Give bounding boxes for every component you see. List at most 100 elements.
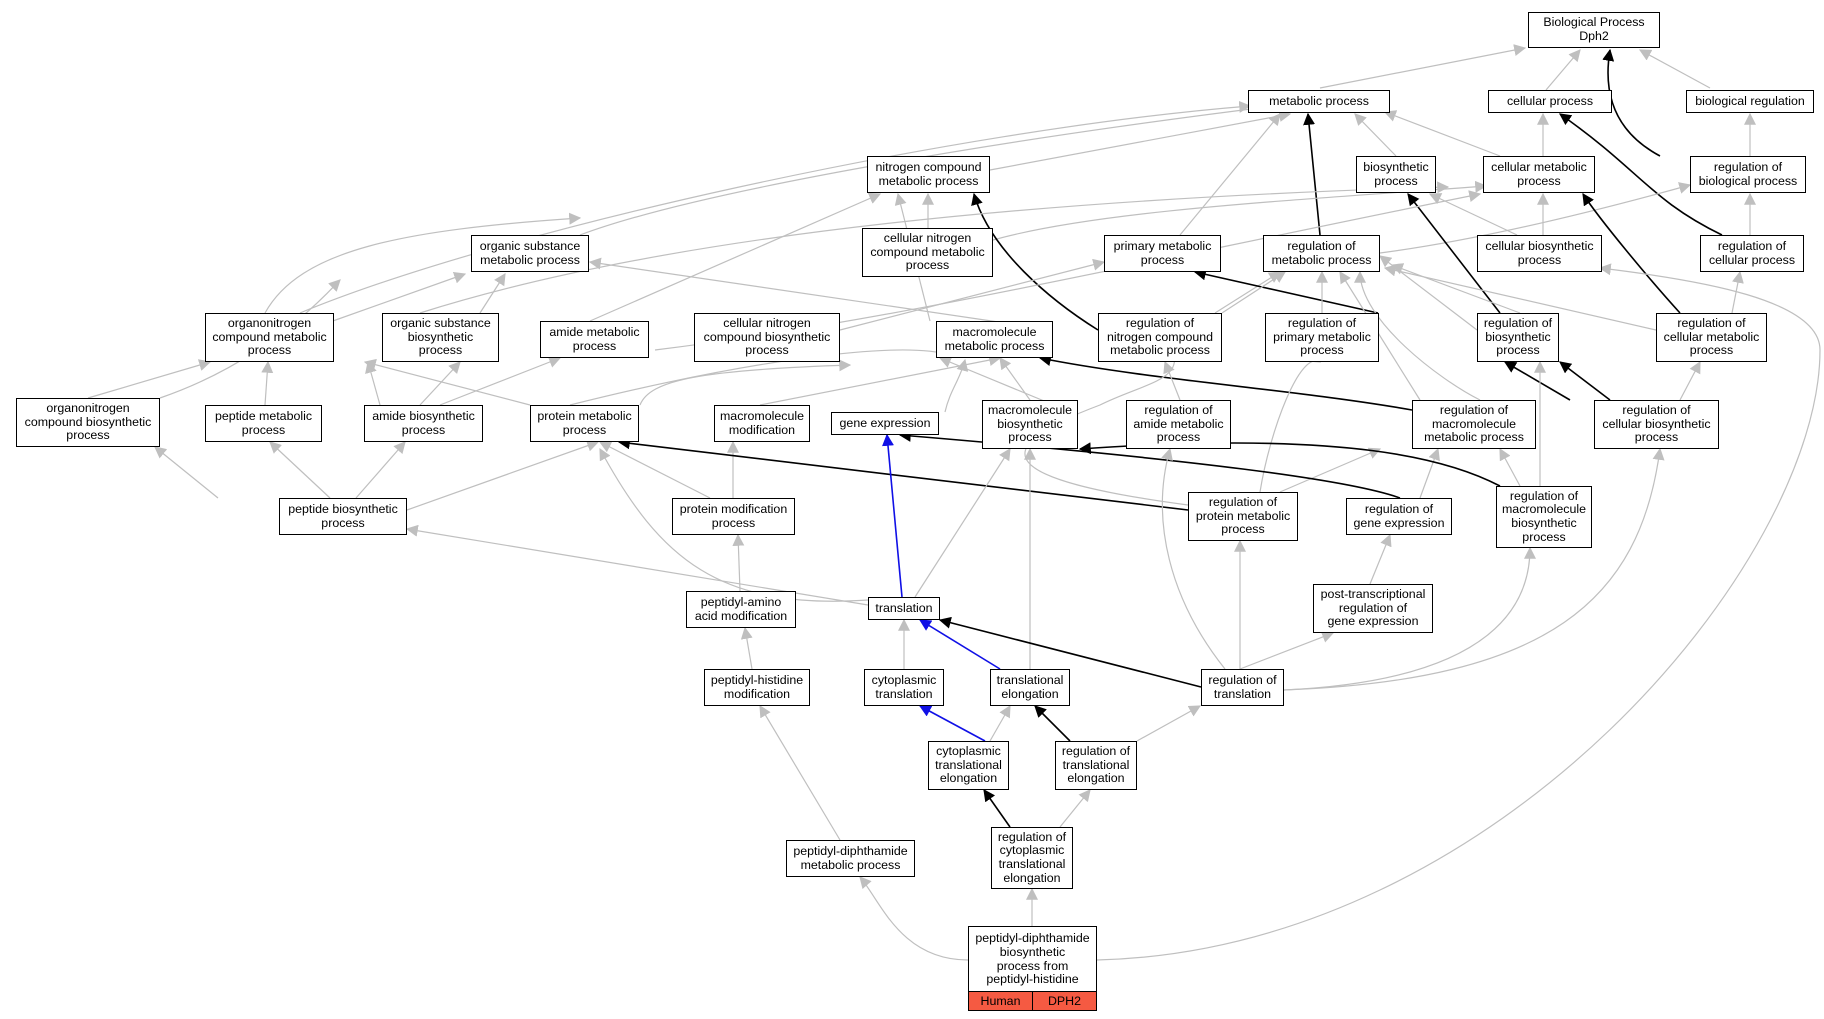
node-protein[interactable]: protein metabolic process — [530, 405, 639, 442]
edge-42 — [261, 360, 274, 406]
edge-75 — [732, 533, 745, 592]
node-transelong[interactable]: translational elongation — [990, 669, 1070, 706]
edge-26 — [1214, 271, 1282, 314]
edge-3 — [1602, 48, 1661, 157]
node-peptide[interactable]: peptide metabolic process — [205, 405, 322, 442]
edge-81 — [740, 626, 753, 670]
node-regtrans[interactable]: regulation of translation — [1201, 669, 1284, 706]
node-regamide[interactable]: regulation of amide metabolic process — [1126, 400, 1231, 449]
node-posttrans[interactable]: post-transcriptional regulation of gene … — [1313, 584, 1433, 633]
edge-22 — [1383, 264, 1657, 331]
node-peptidylhis[interactable]: peptidyl-histidine modification — [704, 669, 810, 706]
node-regcellbio[interactable]: regulation of cellular biosynthetic proc… — [1594, 400, 1719, 449]
edge-61 — [355, 441, 406, 499]
edge-30 — [588, 257, 1054, 331]
node-amidebio[interactable]: amide biosynthetic process — [364, 405, 483, 442]
edge-80 — [1369, 533, 1392, 585]
edge-52 — [1038, 354, 1413, 411]
node-regcellmetab[interactable]: regulation of cellular metabolic process — [1656, 313, 1767, 362]
edge-88 — [1283, 546, 1536, 691]
edge-59 — [639, 359, 852, 406]
node-macro[interactable]: macromolecule metabolic process — [936, 321, 1053, 358]
edge-23 — [1731, 270, 1744, 314]
node-cellbiosyn[interactable]: cellular biosynthetic process — [1477, 235, 1602, 272]
edge-39 — [589, 192, 882, 322]
node-macromod[interactable]: macromolecule modification — [714, 405, 810, 442]
node-cytotrans[interactable]: cytoplasmic translation — [864, 669, 944, 706]
edge-77 — [599, 447, 869, 602]
edge-93 — [989, 704, 1011, 742]
node-regprimary[interactable]: regulation of primary metabolic process — [1265, 313, 1379, 362]
edge-97 — [1059, 789, 1091, 828]
edge-47 — [363, 358, 531, 406]
node-regmacrobio[interactable]: regulation of macromolecule biosynthetic… — [1496, 486, 1592, 548]
edge-7 — [1354, 113, 1397, 157]
node-regtranselong[interactable]: regulation of translational elongation — [1055, 741, 1137, 790]
edge-36 — [329, 271, 467, 323]
edge-58 — [1339, 270, 1421, 401]
node-cellmetab[interactable]: cellular metabolic process — [1483, 156, 1595, 193]
node-diphthmetab[interactable]: peptidyl-diphthamide metabolic process — [786, 840, 915, 877]
edge-21 — [1379, 255, 1478, 331]
edge-41 — [87, 359, 212, 399]
node-query-term[interactable]: peptidyl-diphthamide biosynthetic proces… — [968, 926, 1097, 1011]
node-cellular[interactable]: cellular process — [1488, 90, 1612, 113]
node-orgsubstbio[interactable]: organic substance biosynthetic process — [382, 313, 499, 362]
edge-69 — [1279, 447, 1382, 493]
edge-78 — [405, 524, 869, 606]
species-gene-row: Human DPH2 — [969, 991, 1096, 1010]
node-geneexpr[interactable]: gene expression — [831, 412, 939, 435]
edge-24 — [1582, 192, 1681, 314]
node-proteinmod[interactable]: protein modification process — [672, 498, 795, 535]
edge-71 — [1419, 447, 1440, 499]
node-organonitrobio[interactable]: organonitrogen compound biosynthetic pro… — [16, 398, 160, 447]
edge-62 — [406, 439, 600, 511]
node-cellnitrobio[interactable]: cellular nitrogen compound biosynthetic … — [694, 313, 840, 362]
edge-49 — [944, 358, 969, 413]
node-regnitro[interactable]: regulation of nitrogen compound metaboli… — [1098, 313, 1222, 362]
root-node[interactable]: Biological Process Dph2 — [1528, 12, 1660, 48]
node-regprotein[interactable]: regulation of protein metabolic process — [1188, 492, 1298, 541]
node-cytoelong[interactable]: cytoplasmic translational elongation — [928, 741, 1009, 790]
query-term-label: peptidyl-diphthamide biosynthetic proces… — [975, 931, 1090, 987]
node-macrobio[interactable]: macromolecule biosynthetic process — [982, 400, 1078, 449]
node-orgsubst[interactable]: organic substance metabolic process — [471, 235, 589, 272]
node-primary[interactable]: primary metabolic process — [1104, 235, 1221, 272]
node-translation[interactable]: translation — [868, 597, 940, 620]
edge-91 — [759, 704, 841, 841]
edge-37 — [479, 272, 506, 314]
node-regbio[interactable]: regulation of biological process — [1690, 156, 1806, 193]
edge-8 — [989, 110, 1292, 171]
edge-83 — [918, 619, 1001, 670]
edge-45 — [439, 356, 562, 406]
node-amide[interactable]: amide metabolic process — [540, 321, 649, 358]
node-bioreg[interactable]: biological regulation — [1686, 90, 1814, 113]
edge-90 — [1161, 447, 1226, 670]
edge-94 — [1034, 705, 1071, 742]
edge-92 — [918, 705, 986, 742]
edge-20 — [1390, 263, 1521, 314]
node-regbiosyn[interactable]: regulation of biosynthetic process — [1477, 313, 1559, 362]
node-organonitro[interactable]: organonitrogen compound metabolic proces… — [205, 313, 334, 362]
node-regcytoelong[interactable]: regulation of cytoplasmic translational … — [991, 827, 1073, 889]
node-regcell[interactable]: regulation of cellular process — [1700, 235, 1804, 272]
node-reggene[interactable]: regulation of gene expression — [1346, 498, 1452, 535]
node-biosynthetic[interactable]: biosynthetic process — [1356, 156, 1436, 193]
edge-66 — [617, 437, 1189, 511]
node-nitrogen[interactable]: nitrogen compound metabolic process — [867, 156, 990, 193]
root-title: Biological Process — [1543, 15, 1645, 30]
edge-19 — [1407, 193, 1501, 314]
node-regmacro[interactable]: regulation of macromolecule metabolic pr… — [1412, 400, 1536, 449]
species-cell: Human — [969, 992, 1032, 1010]
node-peptidebio[interactable]: peptide biosynthetic process — [279, 498, 407, 535]
node-metabolic[interactable]: metabolic process — [1248, 90, 1390, 113]
edge-14 — [1303, 112, 1321, 236]
node-peptidylamino[interactable]: peptidyl-amino acid modification — [686, 591, 796, 628]
edge-6 — [1383, 110, 1501, 157]
edge-27 — [1193, 268, 1379, 314]
node-regmetab[interactable]: regulation of metabolic process — [1263, 235, 1380, 272]
edge-56 — [1679, 360, 1701, 401]
gene-cell: DPH2 — [1032, 992, 1096, 1010]
node-cellnitro[interactable]: cellular nitrogen compound metabolic pro… — [862, 228, 993, 277]
